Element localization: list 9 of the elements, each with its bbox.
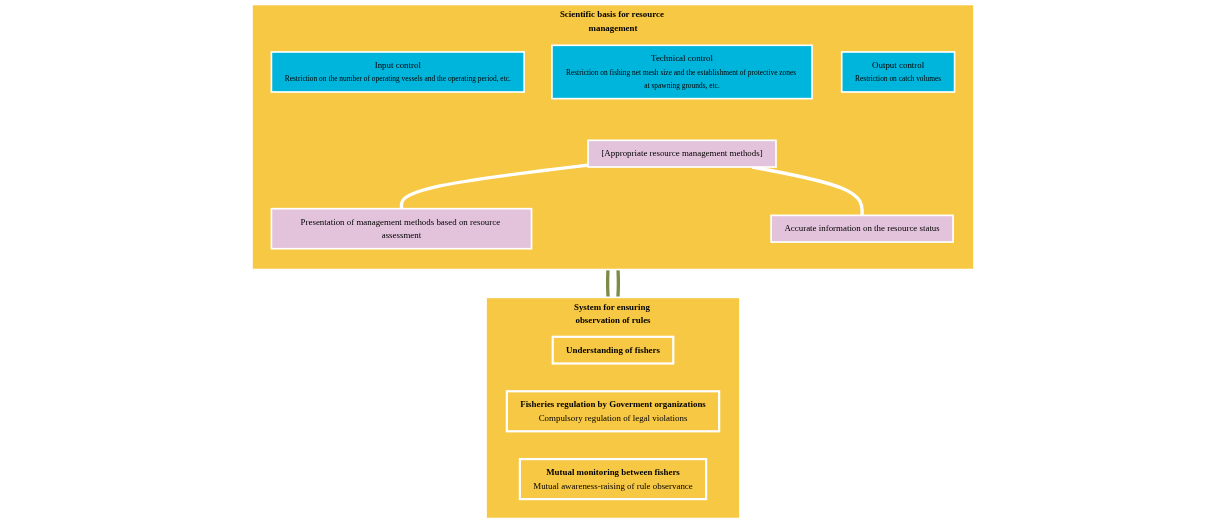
node-box: Understanding of fishers	[551, 335, 675, 365]
connector	[605, 269, 610, 298]
node-box: Presentation of management methods based on resource assessment	[270, 207, 533, 250]
connector	[399, 163, 589, 209]
node-box: [Appropriate resource management methods]	[587, 139, 777, 168]
node-box: Accurate information on the resource status	[770, 214, 954, 243]
node-box: Fisheries regulation by Goverment organizations Compulsory regulation of legal violations	[505, 390, 721, 433]
node-box: Mutual monitoring between fishers Mutual awareness-raising of rule observance	[518, 457, 708, 501]
connector	[616, 269, 621, 298]
